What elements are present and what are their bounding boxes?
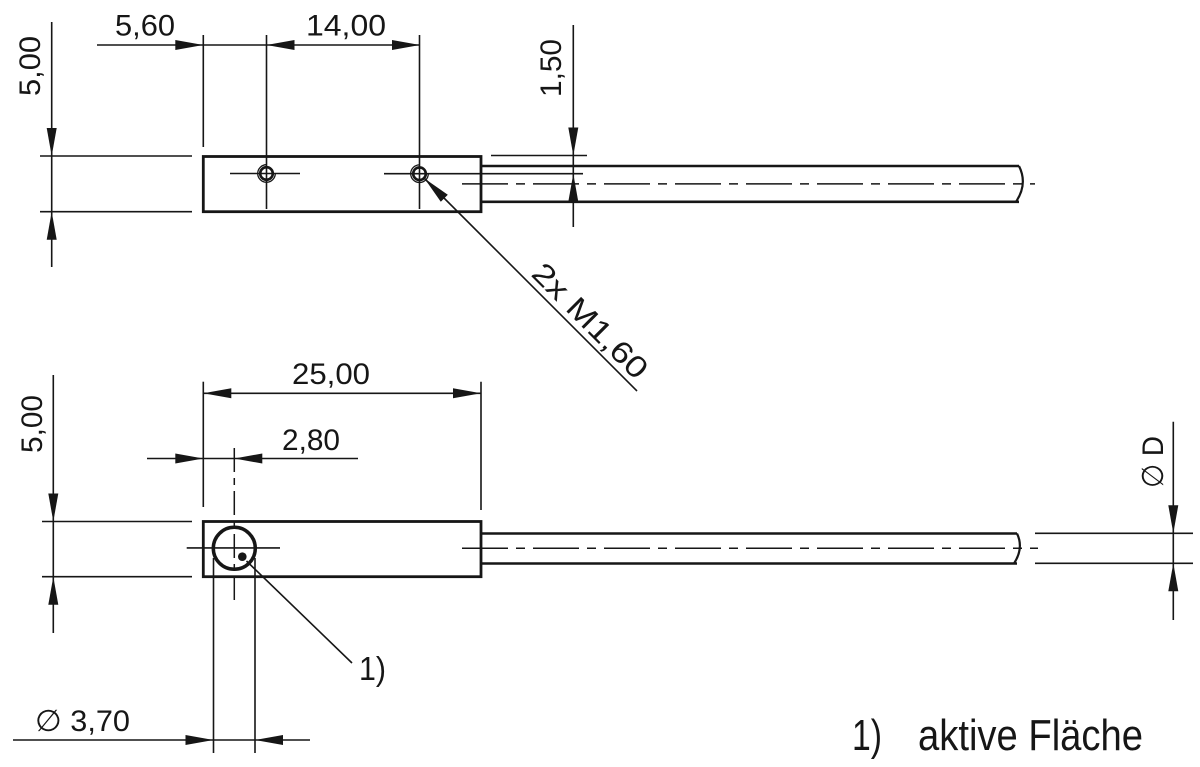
dim-label-face-offset: 2,80: [282, 424, 340, 457]
housing-outline: [201, 155, 483, 214]
dim-label-face-diameter: ∅ 3,70: [35, 705, 130, 738]
leader-line: [245, 560, 353, 664]
arrowhead-icon: [175, 453, 204, 464]
footnote-marker: 1): [852, 711, 882, 760]
dim-height-front-view: 5,00: [16, 375, 192, 633]
arrowhead-icon: [185, 735, 214, 745]
dim-hole-positions: 5,60 14,00: [97, 10, 420, 147]
arrowhead-icon: [175, 40, 204, 50]
thread-hole-2-thread-arc: [410, 164, 429, 184]
thread-callout-label: 2x M1,60: [525, 257, 654, 386]
arrowhead-icon: [48, 576, 59, 605]
front-view: 25,00 2,80 5,00 ∅ 3,70: [13, 358, 1193, 753]
footnote-text: aktive Fläche: [918, 711, 1143, 760]
dim-label-edge-to-hole: 5,60: [115, 10, 175, 43]
dim-cable-diameter: ∅ D: [1035, 421, 1193, 620]
active-face-reference-dot: [238, 552, 247, 561]
cable-break-end: [1015, 165, 1024, 203]
arrowhead-icon: [255, 735, 283, 745]
arrowhead-icon: [1168, 563, 1179, 592]
dim-label-length: 25,00: [292, 358, 370, 391]
dim-length: 25,00: [202, 358, 482, 510]
arrowhead-icon: [46, 128, 57, 156]
arrowhead-icon: [453, 388, 481, 399]
arrowhead-icon: [266, 40, 295, 50]
arrowhead-icon: [203, 388, 232, 399]
dim-hole-to-edge: 1,50: [491, 25, 587, 227]
arrowhead-icon: [48, 493, 59, 522]
dim-height-top-view: 5,00: [14, 22, 192, 267]
dim-active-face-diameter: ∅ 3,70: [13, 558, 310, 753]
arrowhead-icon: [392, 40, 420, 50]
dim-label-height: 5,00: [14, 36, 47, 96]
footnote-reference-label: 1): [359, 650, 386, 687]
dim-label-height: 5,00: [16, 395, 49, 453]
dim-label-hole-spacing: 14,00: [306, 10, 386, 43]
thread-hole-1-thread-arc: [257, 164, 276, 183]
leader-arrowhead-icon: [424, 178, 448, 202]
arrowhead-icon: [1168, 505, 1179, 534]
arrowhead-icon: [234, 453, 263, 464]
arrowhead-icon: [568, 173, 579, 202]
dim-label-hole-to-edge: 1,50: [535, 39, 568, 97]
dim-label-cable-diameter: ∅ D: [1137, 436, 1170, 488]
arrowhead-icon: [46, 211, 57, 240]
dim-face-offset: 2,80: [147, 424, 358, 464]
housing-outline: [201, 520, 483, 579]
top-view: 5,00 5,60 14,00 1,50 2x M1,60: [14, 10, 1035, 392]
arrowhead-icon: [568, 127, 579, 156]
active-face-leader: 1): [245, 560, 386, 687]
footnote: 1) aktive Fläche: [852, 711, 1143, 760]
leader-line: [423, 177, 638, 392]
